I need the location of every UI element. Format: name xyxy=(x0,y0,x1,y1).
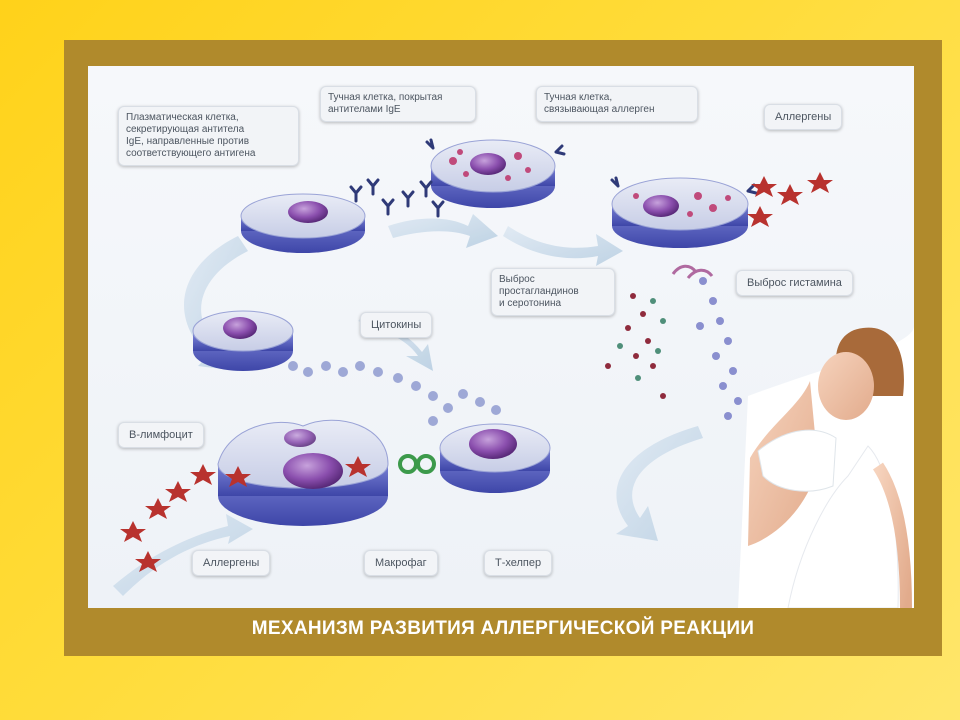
antibody-y-icon xyxy=(746,183,758,195)
mast-cell-ige-callout: Тучная клетка, покрытая антителами IgE xyxy=(320,86,476,122)
allergens-bottom-label: Аллергены xyxy=(192,550,271,576)
antibody-y-icon xyxy=(366,178,380,196)
antibody-y-icon xyxy=(431,200,445,218)
histamine-label: Выброс гистамина xyxy=(736,270,853,296)
allergen-star-icon xyxy=(225,466,251,487)
macrophage-label: Макрофаг xyxy=(364,550,438,576)
antibody-y-icon xyxy=(554,144,566,156)
antibody-y-icon xyxy=(401,190,415,208)
flow-arrow-icon xyxy=(113,514,253,596)
antibody-y-icon xyxy=(419,180,433,198)
cytokine-dot-icon xyxy=(321,361,331,371)
cytokine-dot-icon xyxy=(428,391,438,401)
cytokine-dot-icon xyxy=(288,361,298,371)
cytokine-dot-icon xyxy=(393,373,403,383)
allergen-star-icon xyxy=(777,184,803,205)
antibodies xyxy=(349,138,758,218)
cytokine-dot-icon xyxy=(491,405,501,415)
cytokine-dot-icon xyxy=(338,367,348,377)
antibody-y-icon xyxy=(610,176,620,188)
mast-cell-allergen-callout: Тучная клетка, связывающая аллерген xyxy=(536,86,698,122)
flow-arrow-icon xyxy=(388,214,498,248)
plasma-cell-callout: Плазматическая клетка, секретирующая ант… xyxy=(118,106,299,166)
cytokine-dot-icon xyxy=(428,416,438,426)
cytokine-dot-icon xyxy=(303,367,313,377)
allergy-mechanism-diagram xyxy=(113,138,914,608)
allergens-top xyxy=(747,172,833,227)
plasma-cell xyxy=(240,193,366,253)
mast-cell-ige xyxy=(430,139,556,208)
cytokines-label: Цитокины xyxy=(360,312,433,338)
diagram-title: МЕХАНИЗМ РАЗВИТИЯ АЛЛЕРГИЧЕСКОЙ РЕАКЦИИ xyxy=(251,618,755,639)
allergen-star-icon xyxy=(345,456,371,477)
antibody-y-icon xyxy=(381,198,395,216)
receptor-link xyxy=(398,454,436,474)
flow-arrow-icon xyxy=(503,226,623,266)
cytokine-dot-icon xyxy=(443,403,453,413)
antibody-y-icon xyxy=(425,138,435,150)
allergen-star-icon xyxy=(807,172,833,193)
b-lymphocyte-cell xyxy=(192,310,294,371)
prostaglandins-callout: Выброс простагландинов и серотонина xyxy=(491,268,615,316)
diagram-panel: Плазматическая клетка, секретирующая ант… xyxy=(88,66,914,608)
allergens-top-label: Аллергены xyxy=(764,104,843,130)
cytokines-dots xyxy=(288,361,501,426)
cytokine-dot-icon xyxy=(411,381,421,391)
allergens-bottom xyxy=(120,456,371,572)
allergen-star-icon xyxy=(165,481,191,502)
cytokine-dot-icon xyxy=(475,397,485,407)
allergen-star-icon xyxy=(120,521,146,542)
mediator-release-dots xyxy=(605,264,742,420)
cytokine-dot-icon xyxy=(458,389,468,399)
sneezing-woman-illustration xyxy=(738,326,914,608)
cytokine-dot-icon xyxy=(355,361,365,371)
allergen-star-icon xyxy=(145,498,171,519)
flow-arrow-icon xyxy=(616,426,703,541)
allergen-star-icon xyxy=(190,464,216,485)
allergen-star-icon xyxy=(747,206,773,227)
allergen-star-icon xyxy=(135,551,161,572)
t-helper-label: Т-хелпер xyxy=(484,550,553,576)
macrophage-cell xyxy=(217,419,389,526)
cytokine-dot-icon xyxy=(373,367,383,377)
t-helper-cell xyxy=(439,423,551,493)
allergen-star-icon xyxy=(751,176,777,197)
b-lymphocyte-label: В-лимфоцит xyxy=(118,422,204,448)
mast-cell-allergen xyxy=(611,177,749,248)
antibody-y-icon xyxy=(349,185,363,203)
flow-arrow-icon xyxy=(358,316,433,371)
